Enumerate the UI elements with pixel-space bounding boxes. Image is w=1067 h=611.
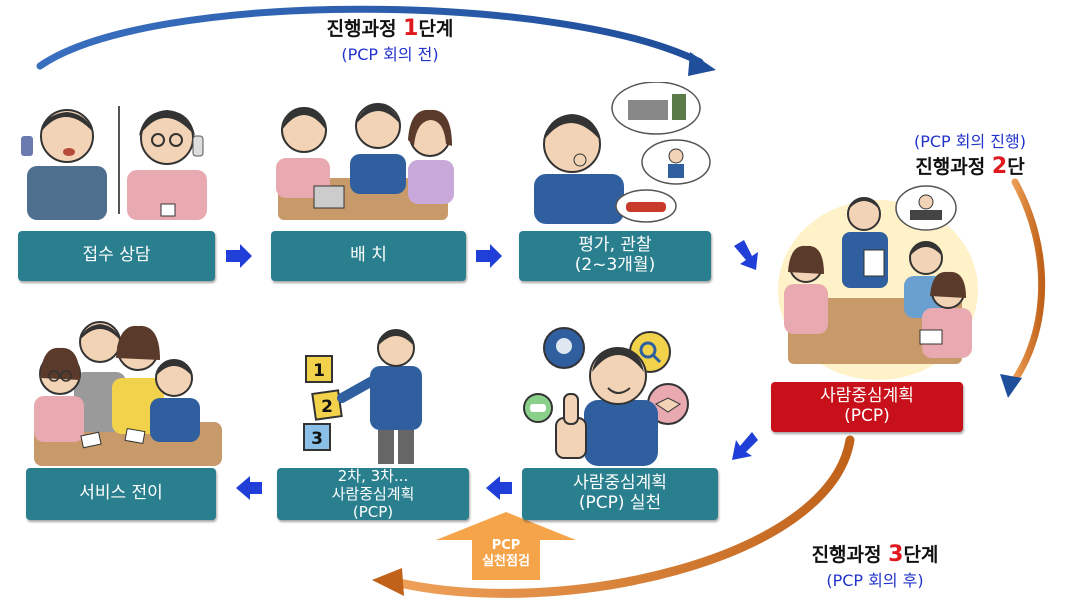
step-pcp-practice-line2: (PCP) 실천 bbox=[578, 493, 662, 513]
attendee-right-woman bbox=[919, 271, 972, 358]
pcp-badge-arrow bbox=[436, 512, 576, 580]
thought-bubble-1 bbox=[611, 82, 701, 135]
family-child-left bbox=[34, 347, 84, 442]
thought-bubble-2 bbox=[641, 139, 711, 185]
pcp-badge-line2: 실천점검 bbox=[482, 554, 530, 570]
family-child-right bbox=[150, 359, 200, 442]
step-pcp-box: 사람중심계획 (PCP) bbox=[771, 382, 963, 432]
person-client-man bbox=[350, 103, 406, 194]
stage1-arrowhead bbox=[688, 52, 716, 76]
flow-arrow-3 bbox=[734, 240, 758, 270]
illustration-transition bbox=[34, 321, 222, 466]
pcp-badge-line1: PCP bbox=[491, 538, 521, 553]
illustration-intake bbox=[21, 106, 207, 220]
stage2-sub: (PCP 회의 진행) bbox=[913, 132, 1026, 151]
person-caller bbox=[21, 109, 107, 220]
person-smiling bbox=[584, 347, 658, 466]
stage1-title: 진행과정 1단계 bbox=[326, 16, 454, 41]
illustration-pcp-practice bbox=[523, 327, 689, 466]
person-worker bbox=[276, 107, 345, 209]
stage2-cycle-arrow bbox=[1008, 178, 1046, 388]
stage2-label: (PCP 회의 진행) 진행과정 2단 bbox=[880, 128, 1060, 179]
step-assessment-line1: 평가, 관찰 bbox=[578, 235, 652, 256]
presenter bbox=[842, 197, 888, 288]
flow-arrow-5 bbox=[486, 476, 512, 500]
attendee-left bbox=[784, 245, 828, 334]
stage3-title: 진행과정 3단계 bbox=[811, 542, 939, 567]
person-counselor bbox=[127, 110, 207, 220]
step-assessment-box: 평가, 관찰 (2~3개월) bbox=[519, 231, 711, 281]
flow-arrow-2 bbox=[476, 244, 502, 268]
number-block-2: 2 bbox=[321, 397, 333, 417]
flow-arrow-6 bbox=[236, 476, 262, 500]
meeting-thought-bubble bbox=[895, 185, 957, 231]
step-assignment-label: 배 치 bbox=[350, 245, 387, 266]
number-block-3: 3 bbox=[311, 429, 323, 449]
person-observer bbox=[534, 114, 624, 224]
chat-icon bbox=[523, 393, 553, 423]
stage1-cycle-arrow bbox=[36, 5, 704, 70]
stage1-label: 진행과정 1단계 (PCP 회의 전) bbox=[280, 14, 500, 65]
step-pcp-practice-line1: 사람중심계획 bbox=[573, 473, 667, 494]
thumbs-up-icon bbox=[555, 393, 587, 459]
step-transition-box: 서비스 전이 bbox=[26, 468, 216, 520]
step-assignment-box: 배 치 bbox=[271, 231, 466, 281]
illustration-assignment bbox=[276, 103, 454, 220]
number-block-1: 1 bbox=[313, 361, 325, 381]
number-blocks: 1 2 3 bbox=[303, 355, 343, 451]
stage3-label: 진행과정 3단계 (PCP 회의 후) bbox=[770, 540, 980, 591]
stage1-sub: (PCP 회의 전) bbox=[341, 45, 439, 64]
stage2-title: 진행과정 2단 bbox=[915, 154, 1025, 179]
person-pointing bbox=[337, 329, 422, 464]
step-intake-label: 접수 상담 bbox=[82, 245, 151, 266]
step-pcp-practice-box: 사람중심계획 (PCP) 실천 bbox=[522, 468, 718, 520]
illustration-assessment bbox=[534, 82, 711, 224]
step-transition-label: 서비스 전이 bbox=[79, 483, 163, 504]
flow-arrow-1 bbox=[226, 244, 252, 268]
illustration-pcp-meeting bbox=[778, 185, 978, 380]
thought-bubble-3 bbox=[615, 189, 677, 223]
stage3-sub: (PCP 회의 후) bbox=[826, 571, 924, 590]
step-pcp-review-line2: 사람중심계획 bbox=[331, 485, 415, 503]
stage3-arrowhead bbox=[372, 568, 404, 596]
illustration-pcp-review: 1 2 3 bbox=[303, 329, 422, 464]
step-pcp-review-box: 2차, 3차... 사람중심계획 (PCP) bbox=[277, 468, 469, 520]
flow-arrow-4 bbox=[732, 432, 758, 460]
pcp-practice-check-badge: PCP 실천점검 bbox=[438, 512, 574, 578]
person-client-woman bbox=[408, 109, 454, 204]
step-pcp-review-line3: (PCP) bbox=[352, 503, 394, 520]
step-intake-box: 접수 상담 bbox=[18, 231, 215, 281]
stage3-cycle-arrow bbox=[390, 435, 855, 598]
stage2-arrowhead bbox=[1000, 374, 1022, 398]
step-pcp-line1: 사람중심계획 bbox=[820, 386, 914, 407]
headset-icon bbox=[543, 327, 585, 369]
step-pcp-line2: (PCP) bbox=[844, 406, 890, 426]
step-assessment-line2: (2~3개월) bbox=[574, 255, 656, 275]
step-pcp-review-line1: 2차, 3차... bbox=[337, 468, 409, 485]
